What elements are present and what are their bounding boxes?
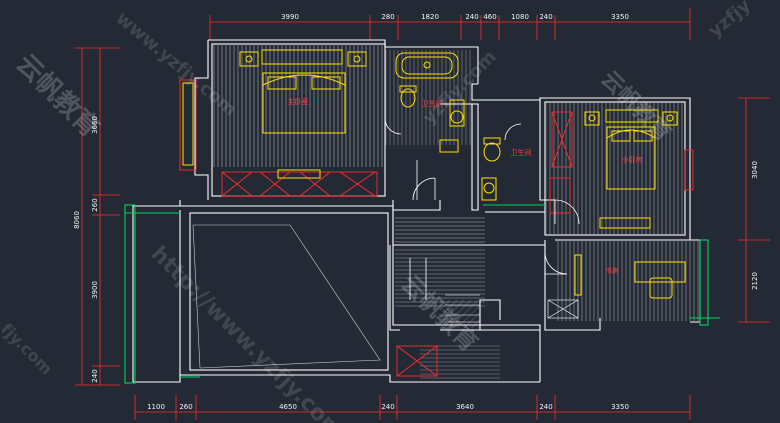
label-washroom: 卫生间	[511, 148, 532, 157]
living-void-lines	[192, 224, 381, 369]
furniture	[182, 49, 686, 299]
dimension-texts: 3990 280 1820 240 460 1080 240 3350 1100…	[73, 13, 759, 411]
dimension-lines	[75, 8, 770, 420]
wardrobes	[179, 79, 694, 377]
dim-bottom-5: 3640	[456, 403, 474, 411]
exterior-walls	[132, 39, 701, 383]
dim-right-2: 2120	[751, 272, 759, 290]
dim-bottom-3: 4650	[279, 403, 297, 411]
dim-bottom-6: 240	[539, 403, 552, 411]
label-small-bedroom: 小卧房	[622, 155, 643, 164]
dim-top-6: 1080	[511, 13, 529, 21]
master-bed-icon	[262, 72, 346, 134]
floor-hatching	[213, 45, 699, 380]
doors	[384, 117, 580, 300]
dim-bottom-2: 260	[179, 403, 192, 411]
dim-left-3: 3900	[91, 281, 99, 299]
dim-top-2: 280	[381, 13, 394, 21]
dim-top-1: 3990	[281, 13, 299, 21]
dim-left-2: 260	[91, 198, 99, 211]
dim-bottom-1: 1100	[147, 403, 165, 411]
dim-right-1: 3040	[751, 161, 759, 179]
dim-top-3: 1820	[421, 13, 439, 21]
dim-left-4: 240	[91, 369, 99, 382]
windows	[124, 204, 720, 384]
chair-icon	[649, 277, 673, 299]
dim-left-1: 3660	[91, 116, 99, 134]
dim-bottom-7: 3350	[611, 403, 629, 411]
dim-top-8: 3350	[611, 13, 629, 21]
dim-top-5: 460	[483, 13, 496, 21]
toilet-icon	[400, 88, 416, 108]
toilet-icon-2	[483, 142, 501, 162]
dim-top-7: 240	[539, 13, 552, 21]
watermark-edge-2: fjy.com	[0, 319, 56, 378]
dim-bottom-4: 240	[381, 403, 394, 411]
watermark-edge: yzfjy	[705, 0, 755, 42]
small-bed-icon	[606, 126, 656, 190]
room-labels: 主卧室 卫生间 卫生间 小卧房 书房	[288, 97, 643, 275]
stairs	[445, 294, 579, 323]
watermark-brand: 云帆教育	[10, 48, 105, 143]
dim-left-total: 8060	[73, 211, 81, 229]
label-master-bedroom: 主卧室	[288, 97, 309, 106]
bathtub-icon	[395, 52, 459, 79]
desk-icon	[634, 261, 686, 283]
dim-top-4: 240	[465, 13, 478, 21]
label-bathroom: 卫生间	[422, 99, 443, 108]
label-study: 书房	[605, 266, 619, 275]
